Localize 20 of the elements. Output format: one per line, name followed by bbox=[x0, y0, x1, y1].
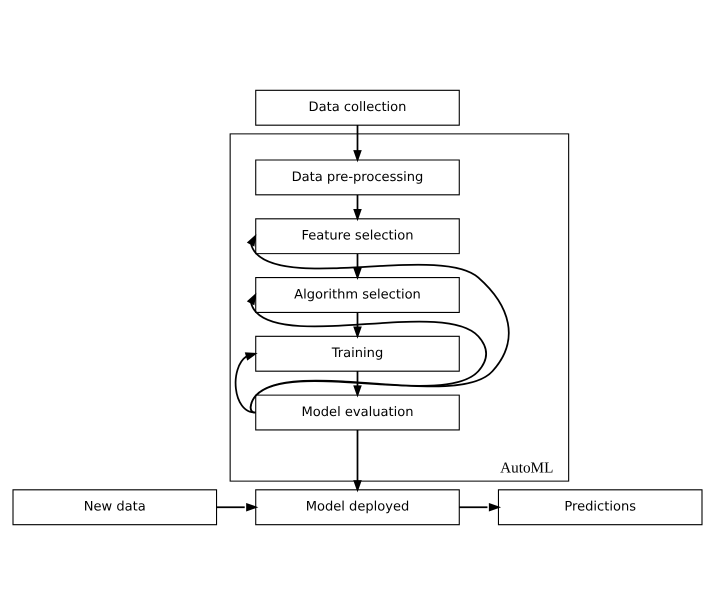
arrow bbox=[353, 370, 362, 398]
node-box: Data pre-processing bbox=[255, 158, 460, 195]
arrow bbox=[246, 292, 487, 413]
node-box: Feature selection bbox=[255, 218, 460, 254]
node-box: Predictions bbox=[498, 488, 703, 525]
node-box: New data bbox=[12, 488, 218, 525]
arrow bbox=[353, 124, 362, 162]
node-box: Training bbox=[255, 335, 460, 372]
arrow bbox=[353, 430, 362, 492]
arrow bbox=[246, 233, 510, 413]
arrow bbox=[216, 502, 258, 511]
arrow bbox=[353, 312, 362, 338]
arrow bbox=[234, 352, 258, 413]
arrow bbox=[459, 502, 502, 511]
node-box: Model deployed bbox=[255, 488, 460, 525]
node-box: Data collection bbox=[255, 89, 460, 126]
arrow bbox=[353, 194, 362, 221]
arrow bbox=[353, 253, 362, 280]
node-box: Algorithm selection bbox=[255, 276, 460, 312]
node-box: Model evaluation bbox=[255, 394, 460, 430]
